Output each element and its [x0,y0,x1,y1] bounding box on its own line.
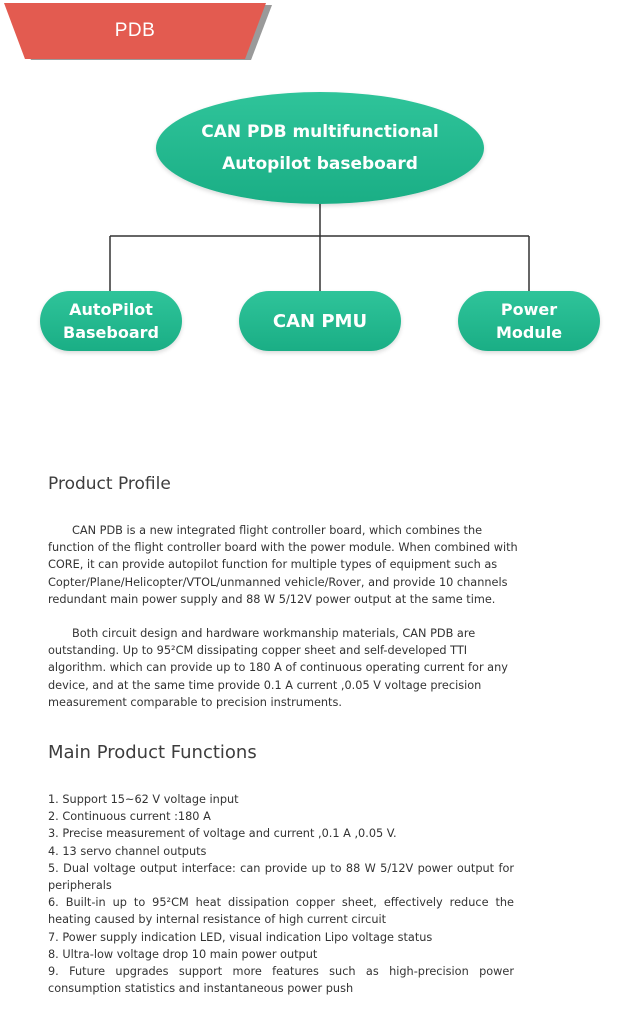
list-item: 5. Dual voltage output interface: can pr… [48,861,514,893]
child-node-autopilot-baseboard: AutoPilot Baseboard [40,291,182,351]
list-item: 9. Future upgrades support more features… [48,965,514,996]
child-node-line1: Power [500,300,558,319]
child-node-power-module: Power Module [458,291,600,351]
diagram-connectors [109,202,530,291]
child-node-can-pmu: CAN PMU [239,291,401,351]
header-banner: PDB [4,3,266,59]
child-node-line2: Baseboard [63,323,159,342]
functions-list: 1. Support 15~62 V voltage input 2. Cont… [48,791,514,997]
child-node-line1: AutoPilot [69,300,153,319]
list-item: 1. Support 15~62 V voltage input [48,793,239,806]
profile-paragraph-2: Both circuit design and hardware workman… [48,627,508,709]
product-profile-heading: Product Profile [48,474,171,494]
header-title: PDB [114,20,156,41]
root-node-line1: CAN PDB multifunctional [201,122,439,142]
root-node: CAN PDB multifunctional Autopilot basebo… [156,92,484,204]
list-item: 2. Continuous current :180 A [48,810,211,824]
child-node-line1: CAN PMU [272,310,368,332]
child-node-line2: Module [495,323,563,342]
root-node-line2: Autopilot baseboard [222,154,418,174]
list-item: 4. 13 servo channel outputs [48,844,207,858]
list-item: 6. Built-in up to 95²CM heat dissipation… [48,896,514,927]
list-item: 7. Power supply indication LED, visual i… [48,930,433,944]
hierarchy-diagram: CAN PDB multifunctional Autopilot basebo… [0,90,641,370]
list-item: 3. Precise measurement of voltage and cu… [48,827,397,841]
main-functions-heading: Main Product Functions [48,742,257,763]
list-item: 8. Ultra-low voltage drop 10 main power … [48,947,318,961]
profile-paragraph-1: CAN PDB is a new integrated flight contr… [48,524,518,606]
